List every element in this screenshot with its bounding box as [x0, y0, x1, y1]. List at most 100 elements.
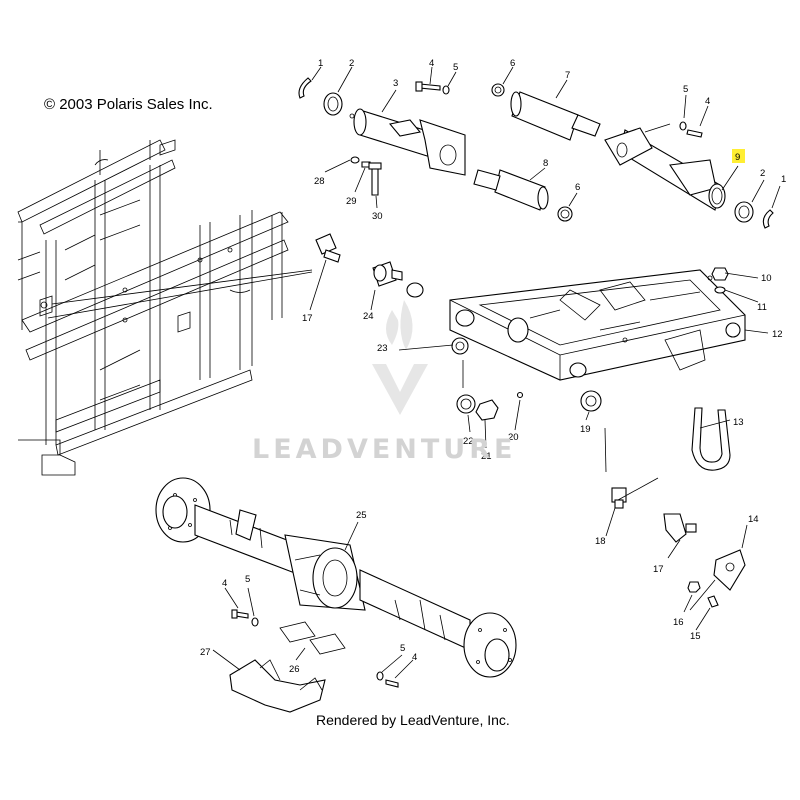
callout-2a: 2	[349, 58, 354, 69]
bolt-4-lower-right	[385, 679, 399, 688]
callout-4d: 4	[412, 652, 417, 663]
callout-15: 15	[690, 631, 701, 642]
shaft-8	[473, 169, 549, 211]
callout-16: 16	[673, 617, 684, 628]
pivot-tube-3	[349, 108, 466, 176]
rear-axle-assembly-25	[155, 477, 517, 678]
callout-4c: 4	[222, 578, 227, 589]
leaders-right-pivot	[683, 94, 781, 209]
fitting-18	[611, 487, 627, 509]
callout-5c: 5	[245, 574, 250, 585]
callout-5a: 5	[453, 62, 458, 73]
snap-ring-1	[298, 77, 312, 99]
bushing-24	[372, 261, 403, 287]
washer-22	[456, 394, 476, 414]
nut-10	[711, 267, 729, 281]
nut-16	[687, 581, 701, 593]
callout-8: 8	[543, 158, 548, 169]
callout-27: 27	[200, 647, 211, 658]
parts-group-right-pivot	[604, 121, 774, 229]
leaders-left-pivot	[311, 66, 457, 209]
callout-3: 3	[393, 78, 398, 89]
decal-26a	[279, 621, 316, 643]
grease-zerk-20	[516, 391, 524, 399]
rendered-by-text: Rendered by LeadVenture, Inc.	[316, 712, 510, 728]
washer-5-right	[679, 121, 687, 131]
copyright-text: © 2003 Polaris Sales Inc.	[44, 96, 213, 113]
callout-14: 14	[748, 514, 759, 525]
bolt-17-lower	[663, 513, 697, 543]
leaders-lower	[212, 587, 414, 679]
leaders-shafts	[502, 66, 578, 207]
swing-arm-12	[449, 269, 746, 381]
bolt-4-top	[419, 83, 441, 91]
callout-11: 11	[757, 302, 767, 313]
callout-5b: 5	[683, 84, 688, 95]
u-bolt-13	[691, 407, 731, 471]
washer-5-lower-right	[376, 671, 384, 681]
washer-19	[580, 390, 602, 412]
callout-9: 9	[735, 152, 740, 163]
parts-group-shafts	[473, 83, 601, 222]
callout-29: 29	[346, 196, 357, 207]
watermark-text: LEADVENTURE	[252, 434, 517, 465]
callout-4b: 4	[705, 96, 710, 107]
chassis-frame	[17, 139, 289, 476]
bracket-14	[713, 549, 746, 591]
leader-25	[344, 521, 359, 551]
callout-25: 25	[356, 510, 367, 521]
parts-group-left-pivot	[298, 77, 466, 196]
callout-12: 12	[772, 329, 783, 340]
parts-group-lower	[229, 609, 399, 713]
callout-2b: 2	[760, 168, 765, 179]
callout-10: 10	[761, 273, 772, 284]
callout-19: 19	[580, 424, 591, 435]
bolt-4-right	[686, 129, 703, 138]
pivot-tube-9	[604, 127, 726, 211]
leader-17a	[47, 269, 313, 319]
bolt-17-top	[315, 233, 341, 263]
callout-26: 26	[289, 664, 300, 675]
callout-24: 24	[363, 311, 374, 322]
callout-6a: 6	[510, 58, 515, 69]
washer-5-lower-left	[251, 617, 259, 627]
callout-30: 30	[372, 211, 383, 222]
bolt-30	[371, 167, 379, 196]
washer-11	[714, 286, 726, 294]
bolt-15	[707, 595, 719, 608]
snap-ring-1-right	[762, 209, 774, 229]
callout-17b: 17	[653, 564, 664, 575]
callout-9-highlight	[732, 149, 745, 163]
callout-21: 21	[481, 451, 492, 462]
callout-28: 28	[314, 176, 325, 187]
callout-22: 22	[463, 436, 474, 447]
leaders-swing-arm	[309, 259, 769, 631]
small-hardware	[315, 233, 746, 608]
bushing-24-sleeve	[406, 282, 424, 298]
nut-21	[475, 399, 499, 421]
callout-6b: 6	[575, 182, 580, 193]
shaft-7	[510, 91, 601, 141]
callout-5d: 5	[400, 643, 405, 654]
washer-23	[451, 337, 469, 355]
callout-7: 7	[565, 70, 570, 81]
callout-4a: 4	[429, 58, 434, 69]
bushing-6-mid	[557, 206, 573, 222]
bushing-2-right	[734, 201, 754, 223]
callout-1a: 1	[318, 58, 323, 69]
callout-20: 20	[508, 432, 519, 443]
bushing-6-top	[491, 83, 505, 97]
decal-26b	[309, 633, 346, 655]
skid-plate-27	[229, 659, 326, 713]
washer-5-top	[442, 85, 450, 95]
callout-1b: 1	[781, 174, 786, 185]
callout-23: 23	[377, 343, 388, 354]
callout-13: 13	[733, 417, 744, 428]
washer-28	[350, 156, 360, 164]
bushing-2	[323, 92, 343, 116]
callout-17a: 17	[302, 313, 313, 324]
leadventure-logo-watermark	[372, 300, 428, 415]
callout-18: 18	[595, 536, 606, 547]
bolt-4-lower-left	[235, 611, 249, 619]
